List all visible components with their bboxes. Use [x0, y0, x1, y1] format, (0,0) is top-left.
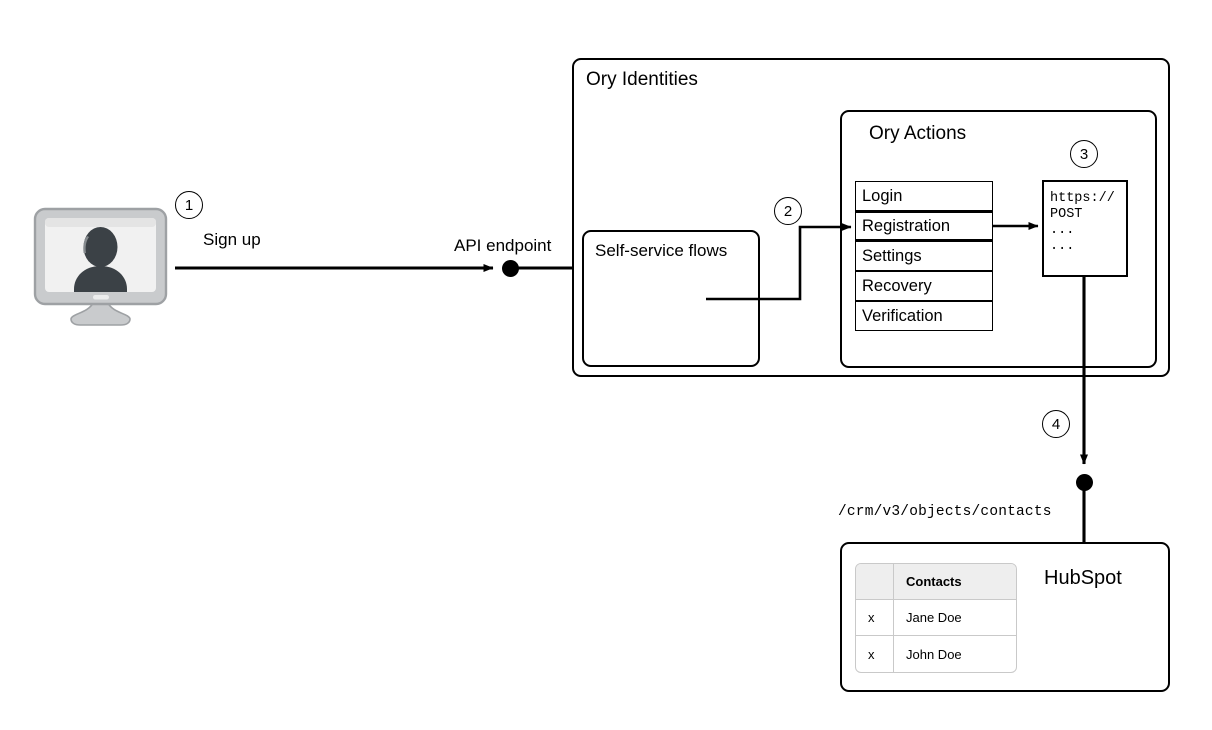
- hubspot-endpoint-node: [1076, 474, 1093, 491]
- webhook-code-box: https:// POST ... ...: [1042, 180, 1128, 277]
- ory-actions-flow-list: Login Registration Settings Recovery Ver…: [855, 181, 993, 331]
- contacts-table-header-row: Contacts: [856, 564, 1016, 600]
- contacts-row-1-check[interactable]: x: [856, 636, 894, 672]
- step-badge-4: 4: [1042, 410, 1070, 438]
- monitor-user-icon: [33, 207, 168, 327]
- contacts-header-name: Contacts: [894, 564, 1016, 600]
- ory-identities-title: Ory Identities: [586, 69, 698, 90]
- contacts-row-0-name: Jane Doe: [894, 600, 1016, 636]
- self-service-flows-title: Self-service flows: [595, 241, 728, 260]
- contacts-table: Contacts x Jane Doe x John Doe: [855, 563, 1017, 673]
- flow-row-login[interactable]: Login: [855, 181, 993, 211]
- flow-row-settings-label: Settings: [862, 246, 922, 265]
- contacts-row-1-name: John Doe: [906, 646, 962, 662]
- step-badge-2-label: 2: [783, 202, 793, 220]
- flow-row-verification-label: Verification: [862, 306, 943, 325]
- step-badge-1-label: 1: [184, 196, 194, 214]
- flow-row-verification[interactable]: Verification: [855, 301, 993, 331]
- flow-row-recovery-label: Recovery: [862, 276, 932, 295]
- signup-label: Sign up: [203, 230, 261, 249]
- flow-row-login-label: Login: [862, 186, 903, 205]
- flow-row-settings[interactable]: Settings: [855, 241, 993, 271]
- step-badge-2: 2: [774, 197, 802, 225]
- ory-actions-title: Ory Actions: [869, 123, 967, 144]
- contacts-header-check: [856, 564, 894, 600]
- flow-row-registration-label: Registration: [862, 216, 951, 235]
- api-endpoint-node: [502, 260, 519, 277]
- api-endpoint-label: API endpoint: [454, 236, 552, 255]
- step-badge-3-label: 3: [1079, 145, 1089, 163]
- step-badge-1: 1: [175, 191, 203, 219]
- hubspot-api-path-label: /crm/v3/objects/contacts: [838, 504, 1052, 520]
- flow-row-recovery[interactable]: Recovery: [855, 271, 993, 301]
- hubspot-title: HubSpot: [1044, 567, 1122, 589]
- table-row[interactable]: x Jane Doe: [856, 600, 1016, 636]
- step-badge-4-label: 4: [1051, 415, 1061, 433]
- contacts-row-0-check[interactable]: x: [856, 600, 894, 636]
- flow-row-registration[interactable]: Registration: [855, 211, 993, 241]
- table-row[interactable]: x John Doe: [856, 636, 1016, 672]
- step-badge-3: 3: [1070, 140, 1098, 168]
